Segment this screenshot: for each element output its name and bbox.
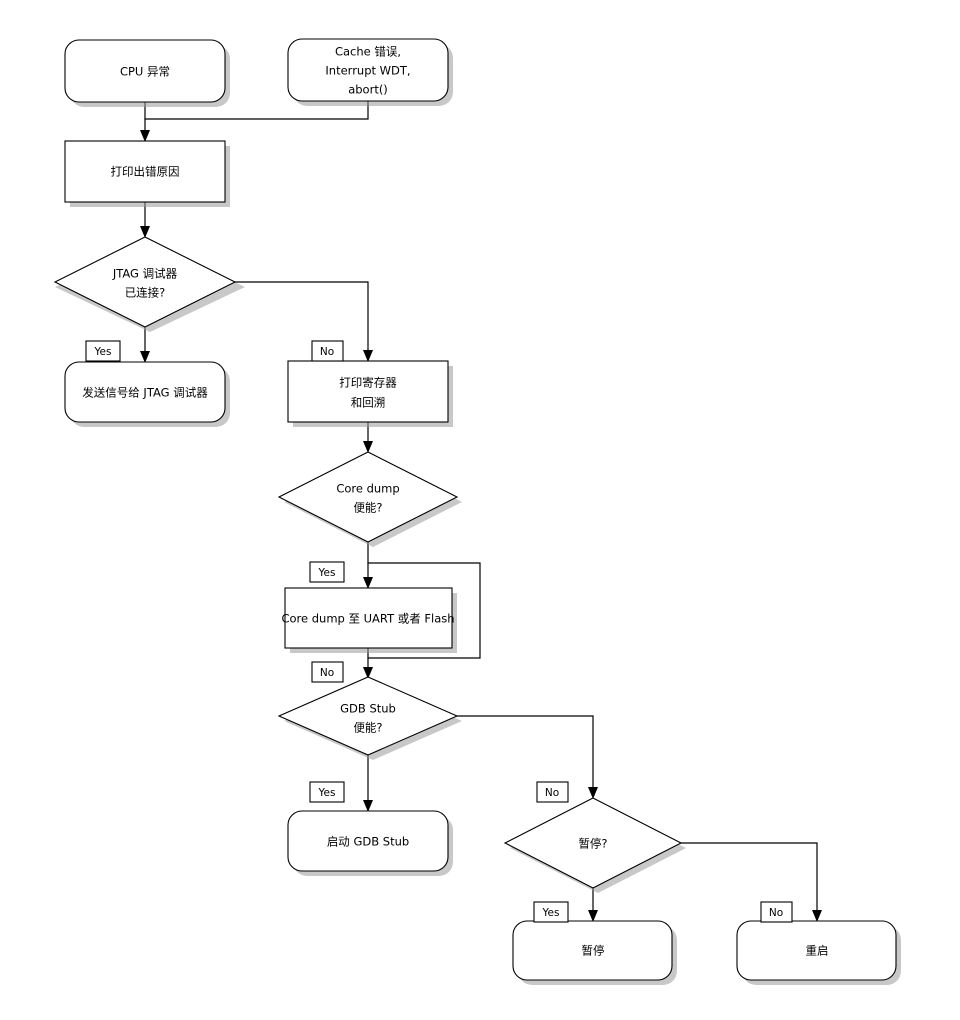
arrow-printreg-to-coredump: [363, 441, 373, 453]
edge-label-gdbstub-yes-box: [309, 781, 345, 803]
edge-label-halt-no-box: [760, 901, 793, 923]
node-gdbstub-enabled-label-line2: 便能?: [353, 721, 382, 735]
edge-gdbstub-no: [456, 715, 594, 793]
edge-label-coredump-no: No: [311, 661, 344, 683]
edge-label-gdbstub-no: No: [536, 781, 569, 803]
node-send-signal-jtag-label: 发送信号给 JTAG 调试器: [82, 386, 208, 400]
node-cpu-exception-shape: [64, 39, 226, 103]
edge-label-gdbstub-yes: Yes: [309, 781, 345, 803]
edge-label-jtag-no-text: No: [320, 346, 334, 358]
arrow-gdbstub-yes: [363, 800, 373, 812]
edge-label-gdbstub-no-box: [536, 781, 569, 803]
node-coredump-enabled-label-line2: 便能?: [353, 501, 382, 515]
node-start-gdbstub-label: 启动 GDB Stub: [327, 835, 409, 849]
node-reboot[interactable]: 重启: [736, 920, 897, 981]
arrow-coredumpout-to-gdbstub: [363, 667, 373, 679]
arrow-cpu-to-print: [140, 130, 150, 142]
edge-cache-to-print: [144, 100, 369, 120]
edge-label-coredump-yes-text: Yes: [318, 567, 336, 579]
node-coredump-output-label: Core dump 至 UART 或者 Flash: [281, 612, 454, 626]
node-cache-error-label-line1: Cache 错误,: [335, 45, 401, 59]
node-cache-error-label-line3: abort(): [348, 83, 388, 97]
node-print-registers-label-line2: 和回溯: [351, 396, 386, 410]
node-halt-label: 暂停: [582, 944, 605, 958]
edge-label-jtag-no-box: [311, 340, 344, 362]
edge-label-jtag-yes-text: Yes: [94, 346, 112, 358]
edge-label-halt-no: No: [760, 901, 793, 923]
node-gdbstub-enabled-label-line1: GDB Stub: [340, 702, 396, 716]
node-jtag-connected-label-line1: JTAG 调试器: [112, 267, 178, 281]
edge-label-gdbstub-no-text: No: [545, 787, 559, 799]
edge-labels-layer: Yes No Yes No Yes No: [85, 340, 793, 923]
arrow-gdbstub-no: [588, 787, 598, 799]
node-print-registers[interactable]: 打印寄存器 和回溯: [287, 360, 449, 423]
node-coredump-output-shape: [284, 587, 453, 649]
node-gdbstub-enabled[interactable]: GDB Stub 便能?: [277, 676, 459, 756]
node-reboot-label: 重启: [806, 944, 829, 958]
node-cpu-exception[interactable]: CPU 异常: [64, 39, 226, 103]
edge-label-coredump-yes: Yes: [309, 561, 345, 583]
arrow-halt-no: [812, 910, 822, 922]
node-coredump-enabled-shape: [277, 451, 459, 543]
edge-label-halt-yes: Yes: [533, 901, 569, 923]
node-cpu-exception-label: CPU 异常: [120, 65, 170, 79]
node-cache-error-shape: [287, 38, 449, 102]
node-halt-shape: [512, 920, 673, 981]
edge-label-halt-yes-box: [533, 901, 569, 923]
node-print-reason[interactable]: 打印出错原因: [64, 140, 226, 203]
node-cache-error[interactable]: Cache 错误, Interrupt WDT, abort(): [287, 38, 449, 102]
edge-label-jtag-no: No: [311, 340, 344, 362]
arrow-jtag-no: [363, 350, 373, 362]
edge-label-coredump-yes-box: [309, 561, 345, 583]
arrow-coredump-yes: [363, 577, 373, 589]
edges-layer: [140, 100, 822, 922]
node-halt-question-label: 暂停?: [578, 837, 607, 851]
edge-coredump-bypass: [367, 562, 481, 659]
edge-halt-no: [680, 842, 818, 916]
node-gdbstub-enabled-shape: [277, 676, 459, 756]
node-halt-question-shape: [503, 797, 683, 889]
node-print-registers-label-line1: 打印寄存器: [339, 376, 397, 390]
arrow-halt-yes: [588, 910, 598, 922]
edge-jtag-no: [234, 281, 369, 356]
node-coredump-output[interactable]: Core dump 至 UART 或者 Flash: [281, 587, 455, 649]
arrow-print-to-jtag: [140, 226, 150, 238]
edge-label-gdbstub-yes-text: Yes: [318, 787, 336, 799]
node-jtag-connected-shape: [53, 236, 237, 328]
node-cache-error-label-line2: Interrupt WDT,: [325, 64, 410, 78]
node-jtag-connected-label-line2: 已连接?: [125, 286, 166, 300]
edge-label-halt-yes-text: Yes: [542, 907, 560, 919]
node-coredump-enabled-label-line1: Core dump: [336, 482, 399, 496]
nodes-layer: CPU 异常 Cache 错误, Interrupt WDT, abort() …: [53, 38, 897, 981]
edge-label-jtag-yes-box: [85, 340, 121, 362]
node-halt-question[interactable]: 暂停?: [503, 797, 683, 889]
edge-label-coredump-no-box: [311, 661, 344, 683]
edge-label-coredump-no-text: No: [320, 667, 334, 679]
node-halt[interactable]: 暂停: [512, 920, 673, 981]
node-send-signal-jtag[interactable]: 发送信号给 JTAG 调试器: [64, 361, 226, 423]
node-start-gdbstub[interactable]: 启动 GDB Stub: [287, 810, 449, 872]
arrow-jtag-yes: [140, 351, 150, 363]
node-reboot-shape: [736, 920, 897, 981]
edge-label-jtag-yes: Yes: [85, 340, 121, 362]
node-print-reason-label: 打印出错原因: [111, 165, 180, 179]
node-print-reason-shape: [64, 140, 226, 203]
node-print-registers-shape: [287, 360, 449, 423]
node-start-gdbstub-shape: [287, 810, 449, 872]
node-jtag-connected[interactable]: JTAG 调试器 已连接?: [53, 236, 237, 328]
edge-label-halt-no-text: No: [769, 907, 783, 919]
node-send-signal-jtag-shape: [64, 361, 226, 423]
node-coredump-enabled[interactable]: Core dump 便能?: [277, 451, 459, 543]
